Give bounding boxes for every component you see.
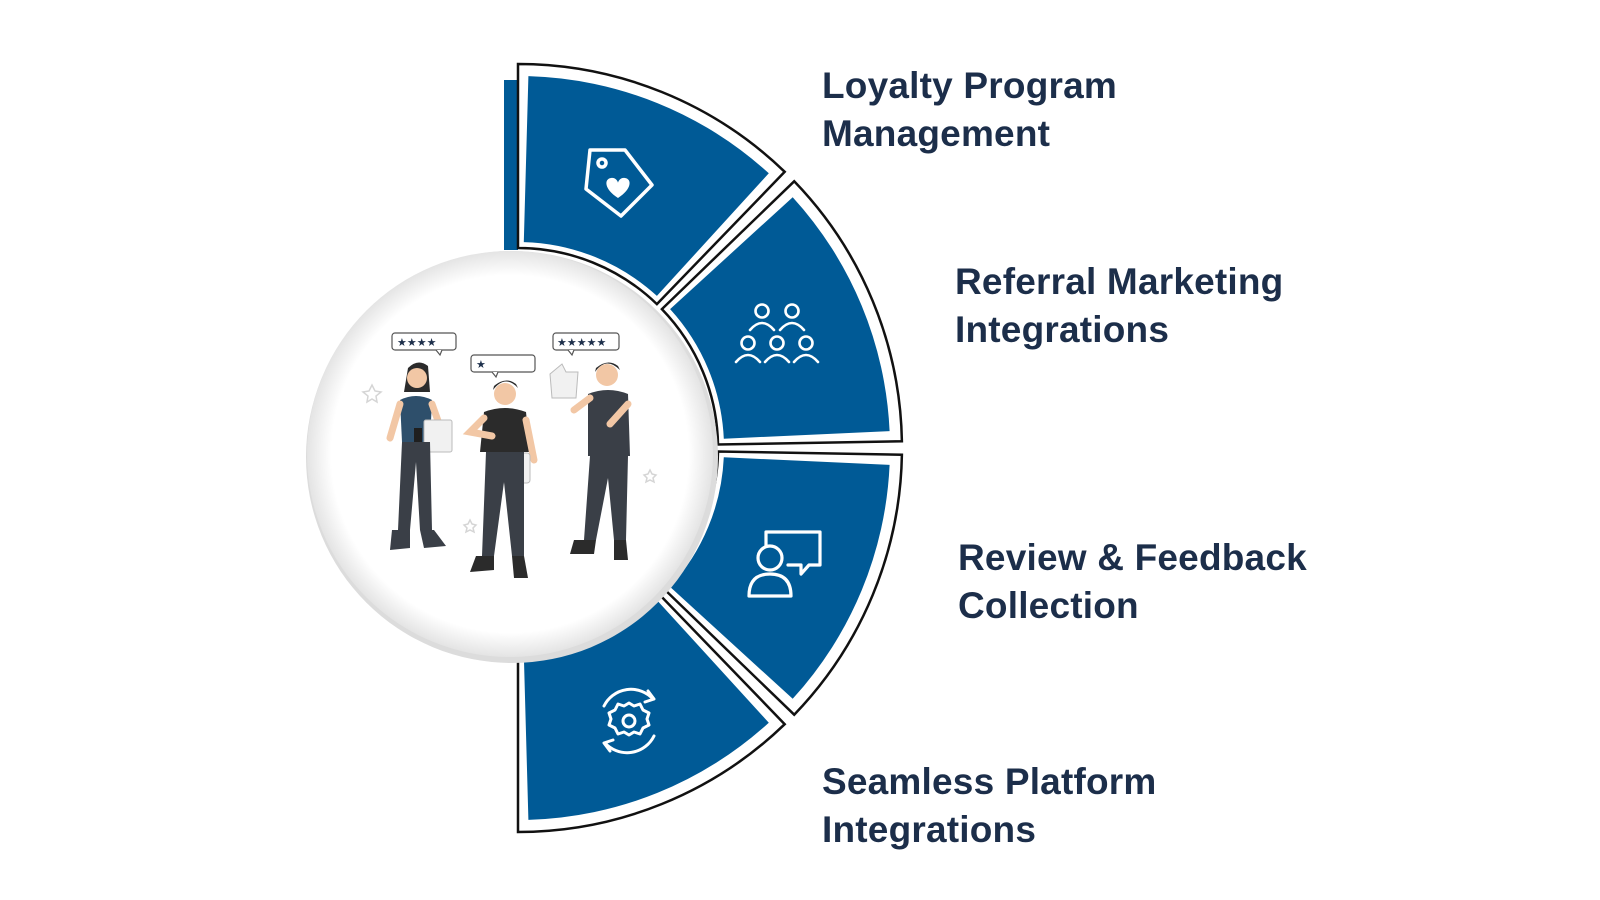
label-line: Seamless Platform [822,761,1157,802]
segment-fill [523,76,769,296]
rating-stars-text: ★★★★★ [557,336,606,349]
label-seamless-platform: Seamless Platform Integrations [822,758,1157,854]
price-tag-heart-icon [584,148,654,218]
rating-stars-text: ★ [476,358,486,371]
person-man-right [549,362,632,560]
rating-stars-text: ★★★★ [397,336,437,349]
segment-edge-accent [504,80,518,250]
user-feedback-icon [747,530,822,598]
label-line: Review & Feedback [958,537,1307,578]
label-referral-marketing: Referral Marketing Integrations [955,258,1284,354]
label-loyalty-program: Loyalty Program Management [822,62,1117,158]
rating-bubble: ★★★★★ [552,332,620,357]
people-network-icon [734,303,820,364]
label-line: Integrations [822,809,1037,850]
segment-review-feedback [660,450,904,717]
label-line: Management [822,113,1051,154]
label-line: Loyalty Program [822,65,1117,106]
person-woman [386,362,453,550]
person-man-center [462,380,538,578]
segment-referral-marketing [660,179,904,446]
decorative-stars [361,383,658,534]
segment-fill [670,457,890,699]
label-line: Collection [958,585,1139,626]
rating-bubble: ★ [470,354,536,379]
customer-rating-illustration: ★★★★ ★ ★★★★★ [361,332,658,578]
segment-fill [670,197,890,439]
rating-bubble: ★★★★ [391,332,457,357]
gear-sync-icon [602,687,656,755]
label-review-feedback: Review & Feedback Collection [958,534,1307,630]
label-line: Integrations [955,309,1170,350]
label-line: Referral Marketing [955,261,1284,302]
